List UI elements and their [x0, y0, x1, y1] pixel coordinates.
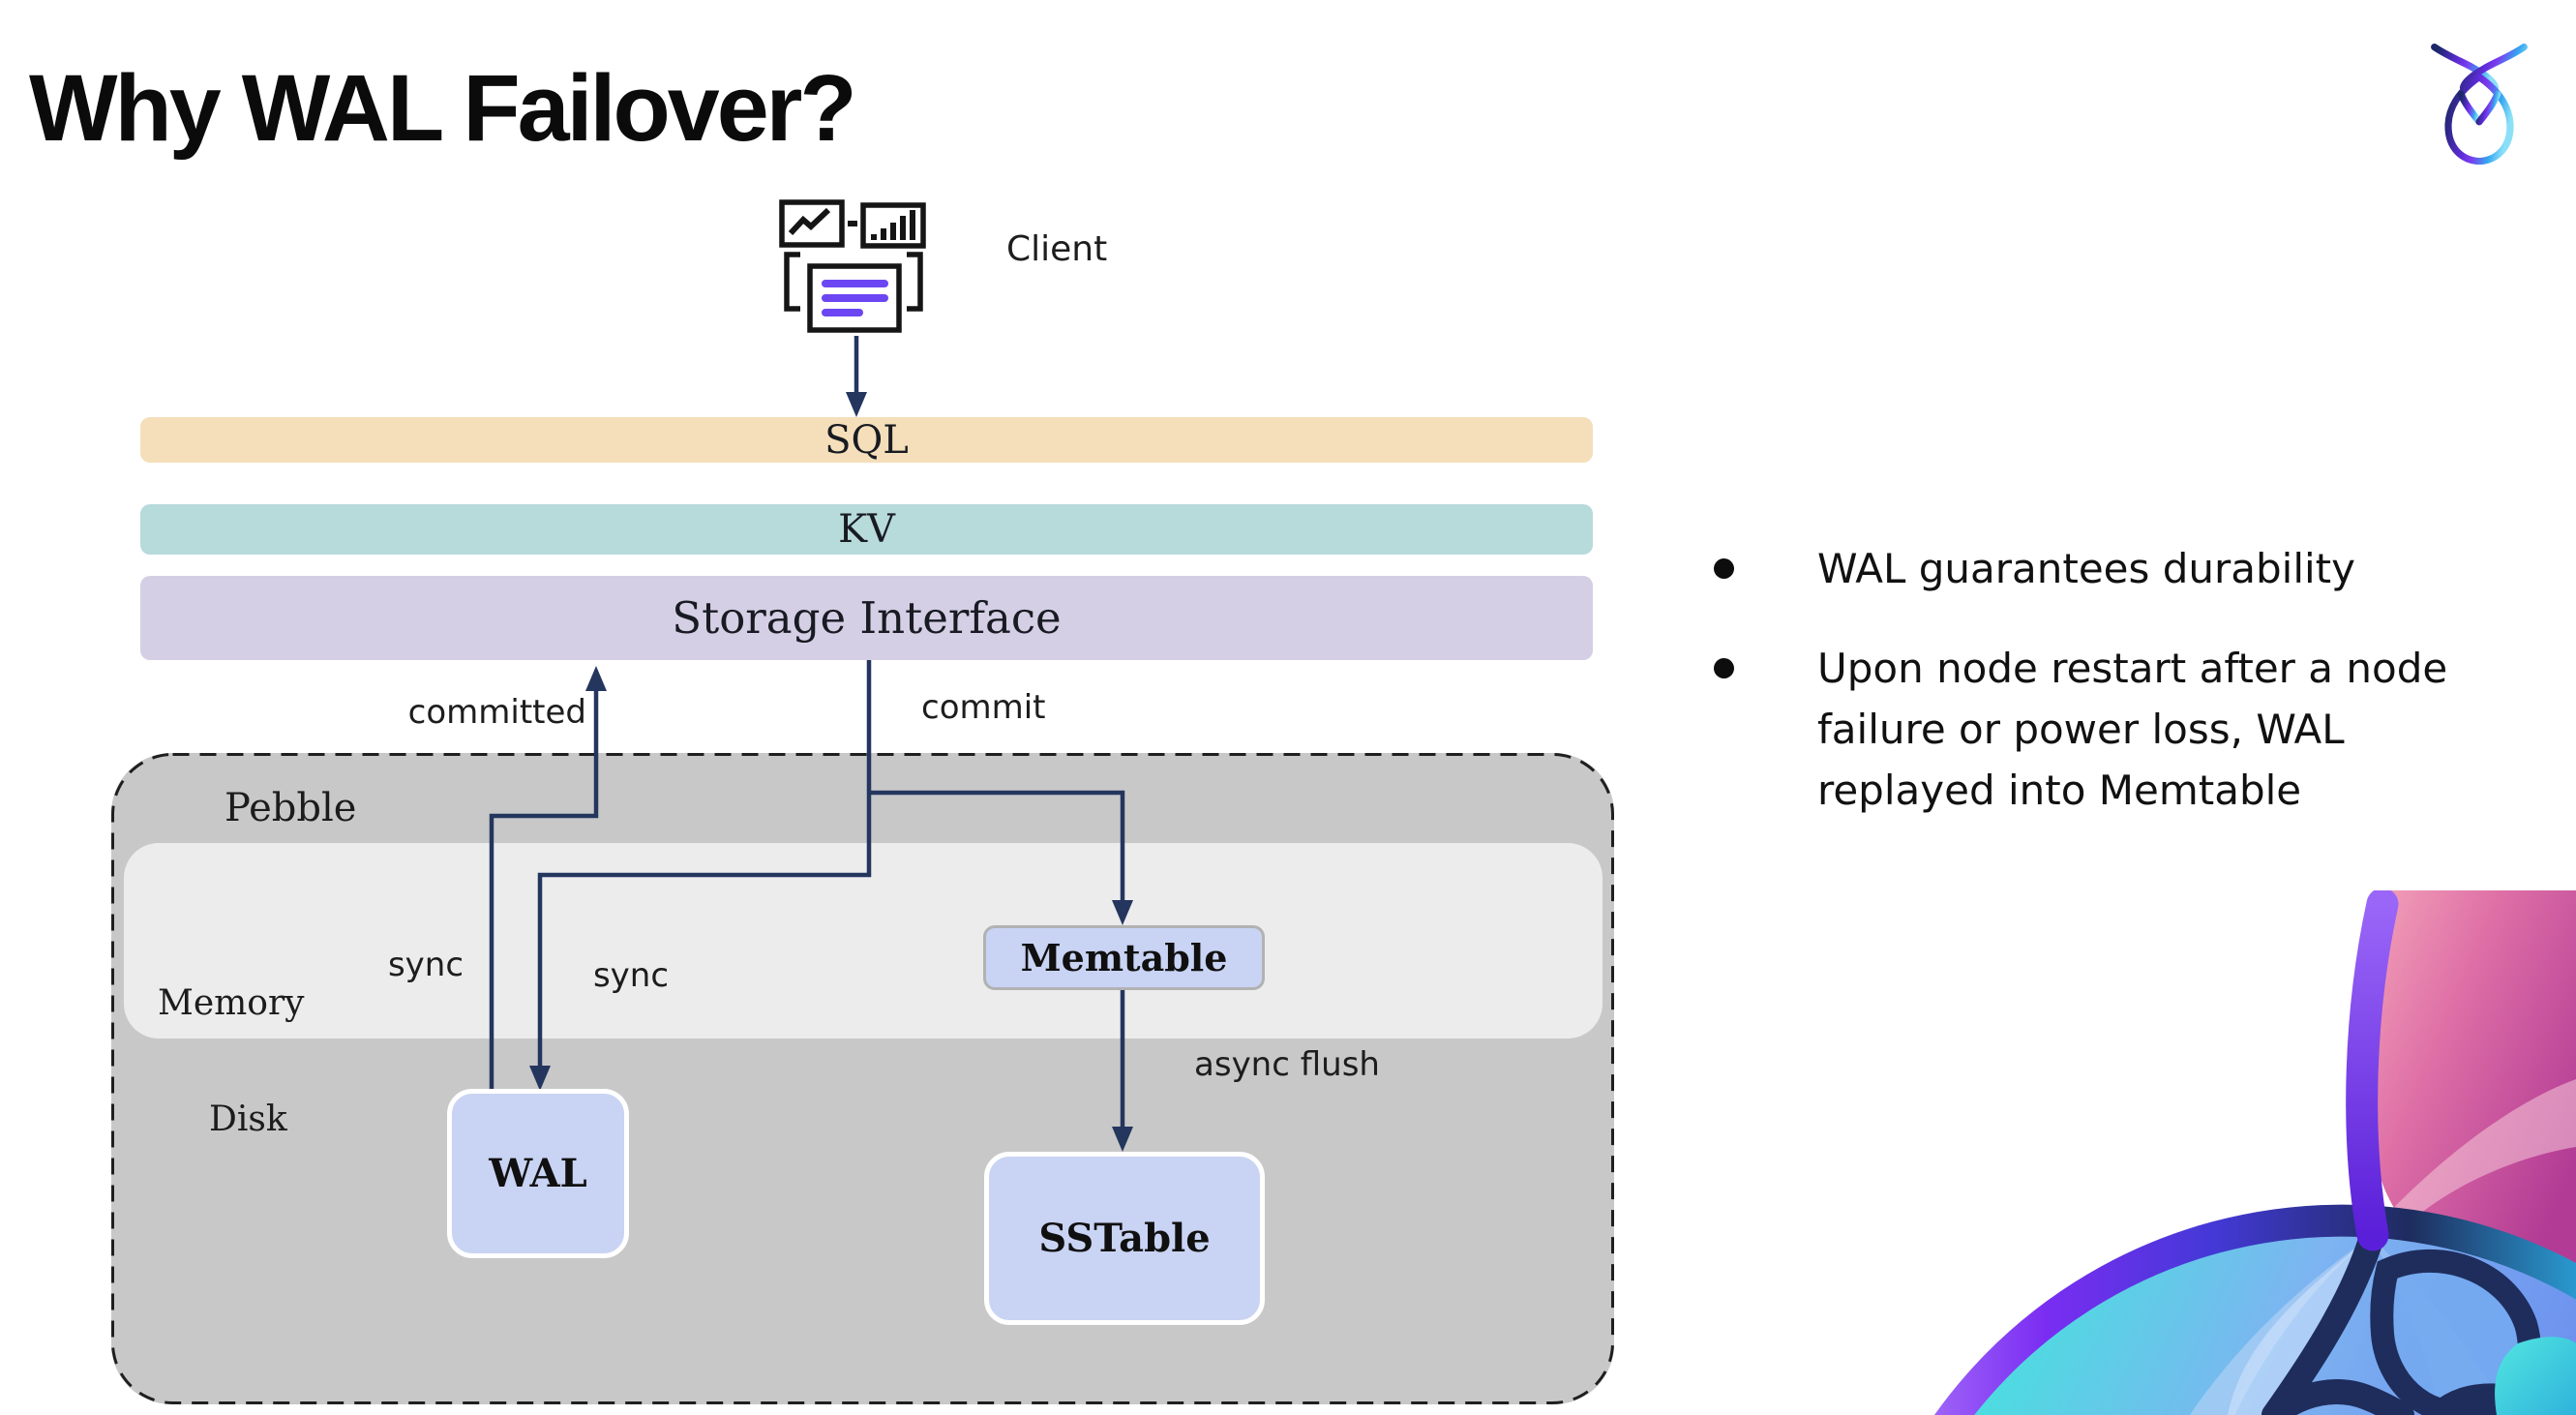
bullet-list: WAL guarantees durability Upon node rest… [1714, 538, 2488, 821]
client-monitors-icon [779, 199, 926, 333]
layer-storage-interface: Storage Interface [140, 576, 1593, 660]
memory-band [124, 843, 1603, 1039]
page-title: Why WAL Failover? [29, 55, 857, 161]
memory-label: Memory [158, 983, 305, 1023]
bracket-left-icon [784, 252, 800, 312]
memtable-label: Memtable [1020, 936, 1228, 979]
committed-edge-label: committed [407, 693, 586, 732]
wal-label: WAL [489, 1151, 587, 1196]
layer-storage-label: Storage Interface [672, 592, 1062, 644]
sstable-node: SSTable [984, 1152, 1265, 1325]
layer-kv: KV [140, 504, 1593, 555]
cockroachdb-logo-icon [2431, 44, 2528, 165]
layer-sql: SQL [140, 417, 1593, 463]
line-chart-icon [779, 199, 845, 248]
pebble-label: Pebble [225, 786, 357, 830]
brand-artwork [1933, 890, 2576, 1415]
list-item: WAL guarantees durability [1714, 538, 2488, 599]
list-item: Upon node restart after a node failure o… [1714, 638, 2488, 821]
client-label: Client [1006, 229, 1108, 269]
bullet-dot-icon [1714, 658, 1734, 678]
layer-sql-label: SQL [824, 417, 909, 463]
layer-kv-label: KV [838, 507, 895, 552]
disk-label: Disk [209, 1099, 287, 1139]
memtable-node: Memtable [983, 925, 1265, 990]
bullet-text: WAL guarantees durability [1817, 545, 2356, 592]
async-flush-edge-label: async flush [1194, 1045, 1380, 1084]
sync-right-edge-label: sync [592, 956, 670, 995]
sync-left-edge-label: sync [387, 946, 464, 984]
bullet-dot-icon [1714, 558, 1734, 579]
commit-edge-label: commit [921, 688, 1046, 727]
bracket-right-icon [907, 252, 923, 312]
bullet-text: Upon node restart after a node failure o… [1817, 645, 2448, 814]
wal-node: WAL [447, 1089, 629, 1258]
sstable-label: SSTable [1038, 1216, 1211, 1261]
